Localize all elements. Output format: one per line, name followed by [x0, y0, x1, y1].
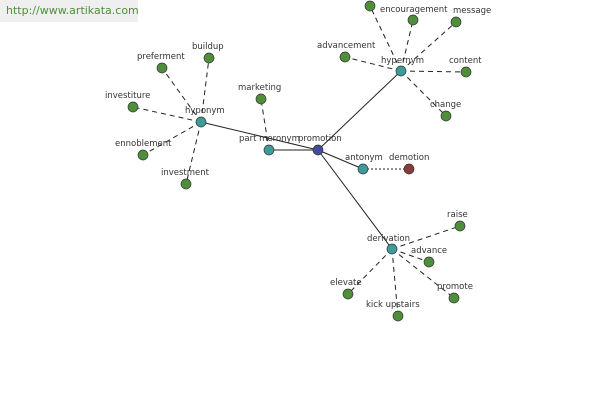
edge-hyponym-investiture — [132, 106, 202, 123]
edge-hyponym-buildup — [200, 57, 210, 123]
label-kick-upstairs[interactable]: kick upstairs — [366, 300, 420, 310]
edge-hypernym-change — [400, 70, 447, 117]
label-preferment[interactable]: preferment — [137, 52, 185, 62]
node-demotion[interactable] — [403, 163, 415, 175]
label-advancement[interactable]: advancement — [317, 41, 376, 51]
label-demotion[interactable]: demotion — [389, 153, 429, 163]
node-investiture[interactable] — [127, 101, 139, 113]
label-promotion[interactable]: promotion — [298, 134, 342, 144]
edge-hyponym-investment — [185, 121, 202, 185]
node-change[interactable] — [440, 110, 452, 122]
label-encouragement[interactable]: encouragement — [380, 5, 448, 15]
label-change[interactable]: change — [430, 100, 461, 110]
node-advancement[interactable] — [339, 51, 351, 63]
edge-promotion-hyponym — [200, 121, 319, 151]
node-marketing[interactable] — [255, 93, 267, 105]
label-content[interactable]: content — [449, 56, 482, 66]
node-ennoblement[interactable] — [137, 149, 149, 161]
label-antonym[interactable]: antonym — [345, 153, 383, 163]
edge-hypernym-content — [400, 70, 467, 73]
node-hyponym[interactable] — [195, 116, 207, 128]
edge-hypernym-top-word — [369, 5, 402, 72]
label-investment[interactable]: investment — [161, 168, 210, 178]
label-raise[interactable]: raise — [447, 210, 468, 220]
edge-derivation-kick-upstairs — [391, 248, 399, 317]
node-content[interactable] — [460, 66, 472, 78]
watermark-link[interactable]: http://www.artikata.com — [0, 0, 138, 22]
label-investiture[interactable]: investiture — [105, 91, 150, 101]
node-encouragement[interactable] — [407, 14, 419, 26]
node-top-word[interactable] — [364, 0, 376, 12]
edge-derivation-elevate — [347, 248, 393, 295]
edge-derivation-raise — [391, 225, 461, 250]
label-message[interactable]: message — [453, 6, 491, 16]
node-kick-upstairs[interactable] — [392, 310, 404, 322]
label-advance[interactable]: advance — [411, 246, 447, 256]
edge-derivation-promote — [391, 248, 455, 299]
label-derivation[interactable]: derivation — [367, 234, 410, 244]
node-hypernym[interactable] — [395, 65, 407, 77]
node-antonym[interactable] — [357, 163, 369, 175]
node-promotion[interactable] — [312, 144, 324, 156]
node-preferment[interactable] — [156, 62, 168, 74]
node-elevate[interactable] — [342, 288, 354, 300]
edge-hypernym-message — [400, 21, 457, 72]
edge-promotion-hypernym — [317, 70, 402, 151]
node-part-meronym[interactable] — [263, 144, 275, 156]
edge-derivation-advance — [391, 248, 430, 263]
node-raise[interactable] — [454, 220, 466, 232]
node-buildup[interactable] — [203, 52, 215, 64]
edges-layer — [132, 5, 467, 317]
label-part-meronym[interactable]: part meronym — [239, 134, 300, 144]
label-ennoblement[interactable]: ennoblement — [115, 139, 172, 149]
node-message[interactable] — [450, 16, 462, 28]
edge-hypernym-advancement — [344, 56, 402, 72]
edge-hyponym-ennoblement — [142, 121, 202, 156]
labels-layer: promotion hypernym hyponym part meronym anto… — [105, 5, 491, 310]
node-derivation[interactable] — [386, 243, 398, 255]
label-buildup[interactable]: buildup — [192, 42, 224, 52]
label-elevate[interactable]: elevate — [330, 278, 362, 288]
edge-promotion-antonym — [317, 149, 364, 170]
node-promote[interactable] — [448, 292, 460, 304]
label-hyponym[interactable]: hyponym — [185, 106, 225, 116]
edge-promotion-derivation — [317, 149, 393, 250]
node-investment[interactable] — [180, 178, 192, 190]
label-hypernym[interactable]: hypernym — [381, 56, 424, 66]
nodes-layer — [127, 0, 472, 322]
label-marketing[interactable]: marketing — [238, 83, 281, 93]
label-promote[interactable]: promote — [437, 282, 473, 292]
edge-hyponym-preferment — [161, 67, 202, 123]
node-advance[interactable] — [423, 256, 435, 268]
